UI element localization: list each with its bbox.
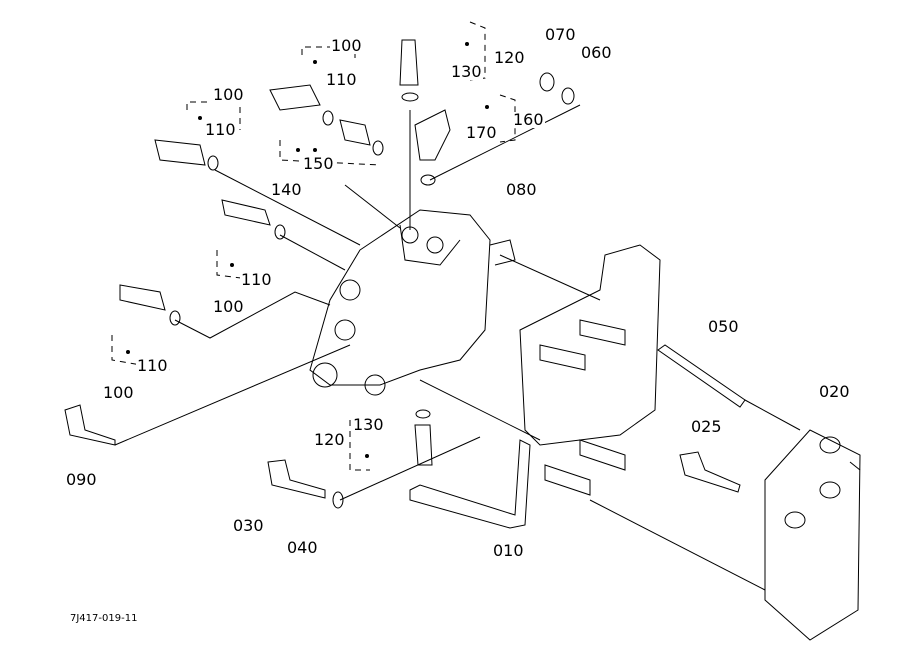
label-110: 110 xyxy=(204,120,237,139)
label-100: 100 xyxy=(330,36,363,55)
label-160: 160 xyxy=(512,110,545,129)
label-120: 120 xyxy=(313,430,346,449)
reference-dots xyxy=(126,42,489,458)
label-100: 100 xyxy=(102,383,135,402)
drawing-code: 7J417-019-11 xyxy=(70,613,138,624)
label-030: 030 xyxy=(232,516,265,535)
label-025: 025 xyxy=(690,417,723,436)
label-020: 020 xyxy=(818,382,851,401)
fittings xyxy=(64,39,746,509)
label-170: 170 xyxy=(465,123,498,142)
label-040: 040 xyxy=(286,538,319,557)
label-080: 080 xyxy=(505,180,538,199)
label-130: 130 xyxy=(450,62,483,81)
label-110: 110 xyxy=(325,70,358,89)
label-100: 100 xyxy=(212,85,245,104)
label-100: 100 xyxy=(212,297,245,316)
label-150: 150 xyxy=(302,154,335,173)
label-050: 050 xyxy=(707,317,740,336)
label-090: 090 xyxy=(65,470,98,489)
relief-valves xyxy=(119,84,384,326)
group-brackets xyxy=(111,21,516,471)
mounting-brackets xyxy=(409,244,861,641)
label-010: 010 xyxy=(492,541,525,560)
label-060: 060 xyxy=(580,43,613,62)
leader-lines xyxy=(114,104,861,591)
label-110: 110 xyxy=(240,270,273,289)
label-130: 130 xyxy=(352,415,385,434)
control-valve-080 xyxy=(309,209,516,396)
label-070: 070 xyxy=(544,25,577,44)
label-140: 140 xyxy=(270,180,303,199)
label-110: 110 xyxy=(136,356,169,375)
label-120: 120 xyxy=(493,48,526,67)
